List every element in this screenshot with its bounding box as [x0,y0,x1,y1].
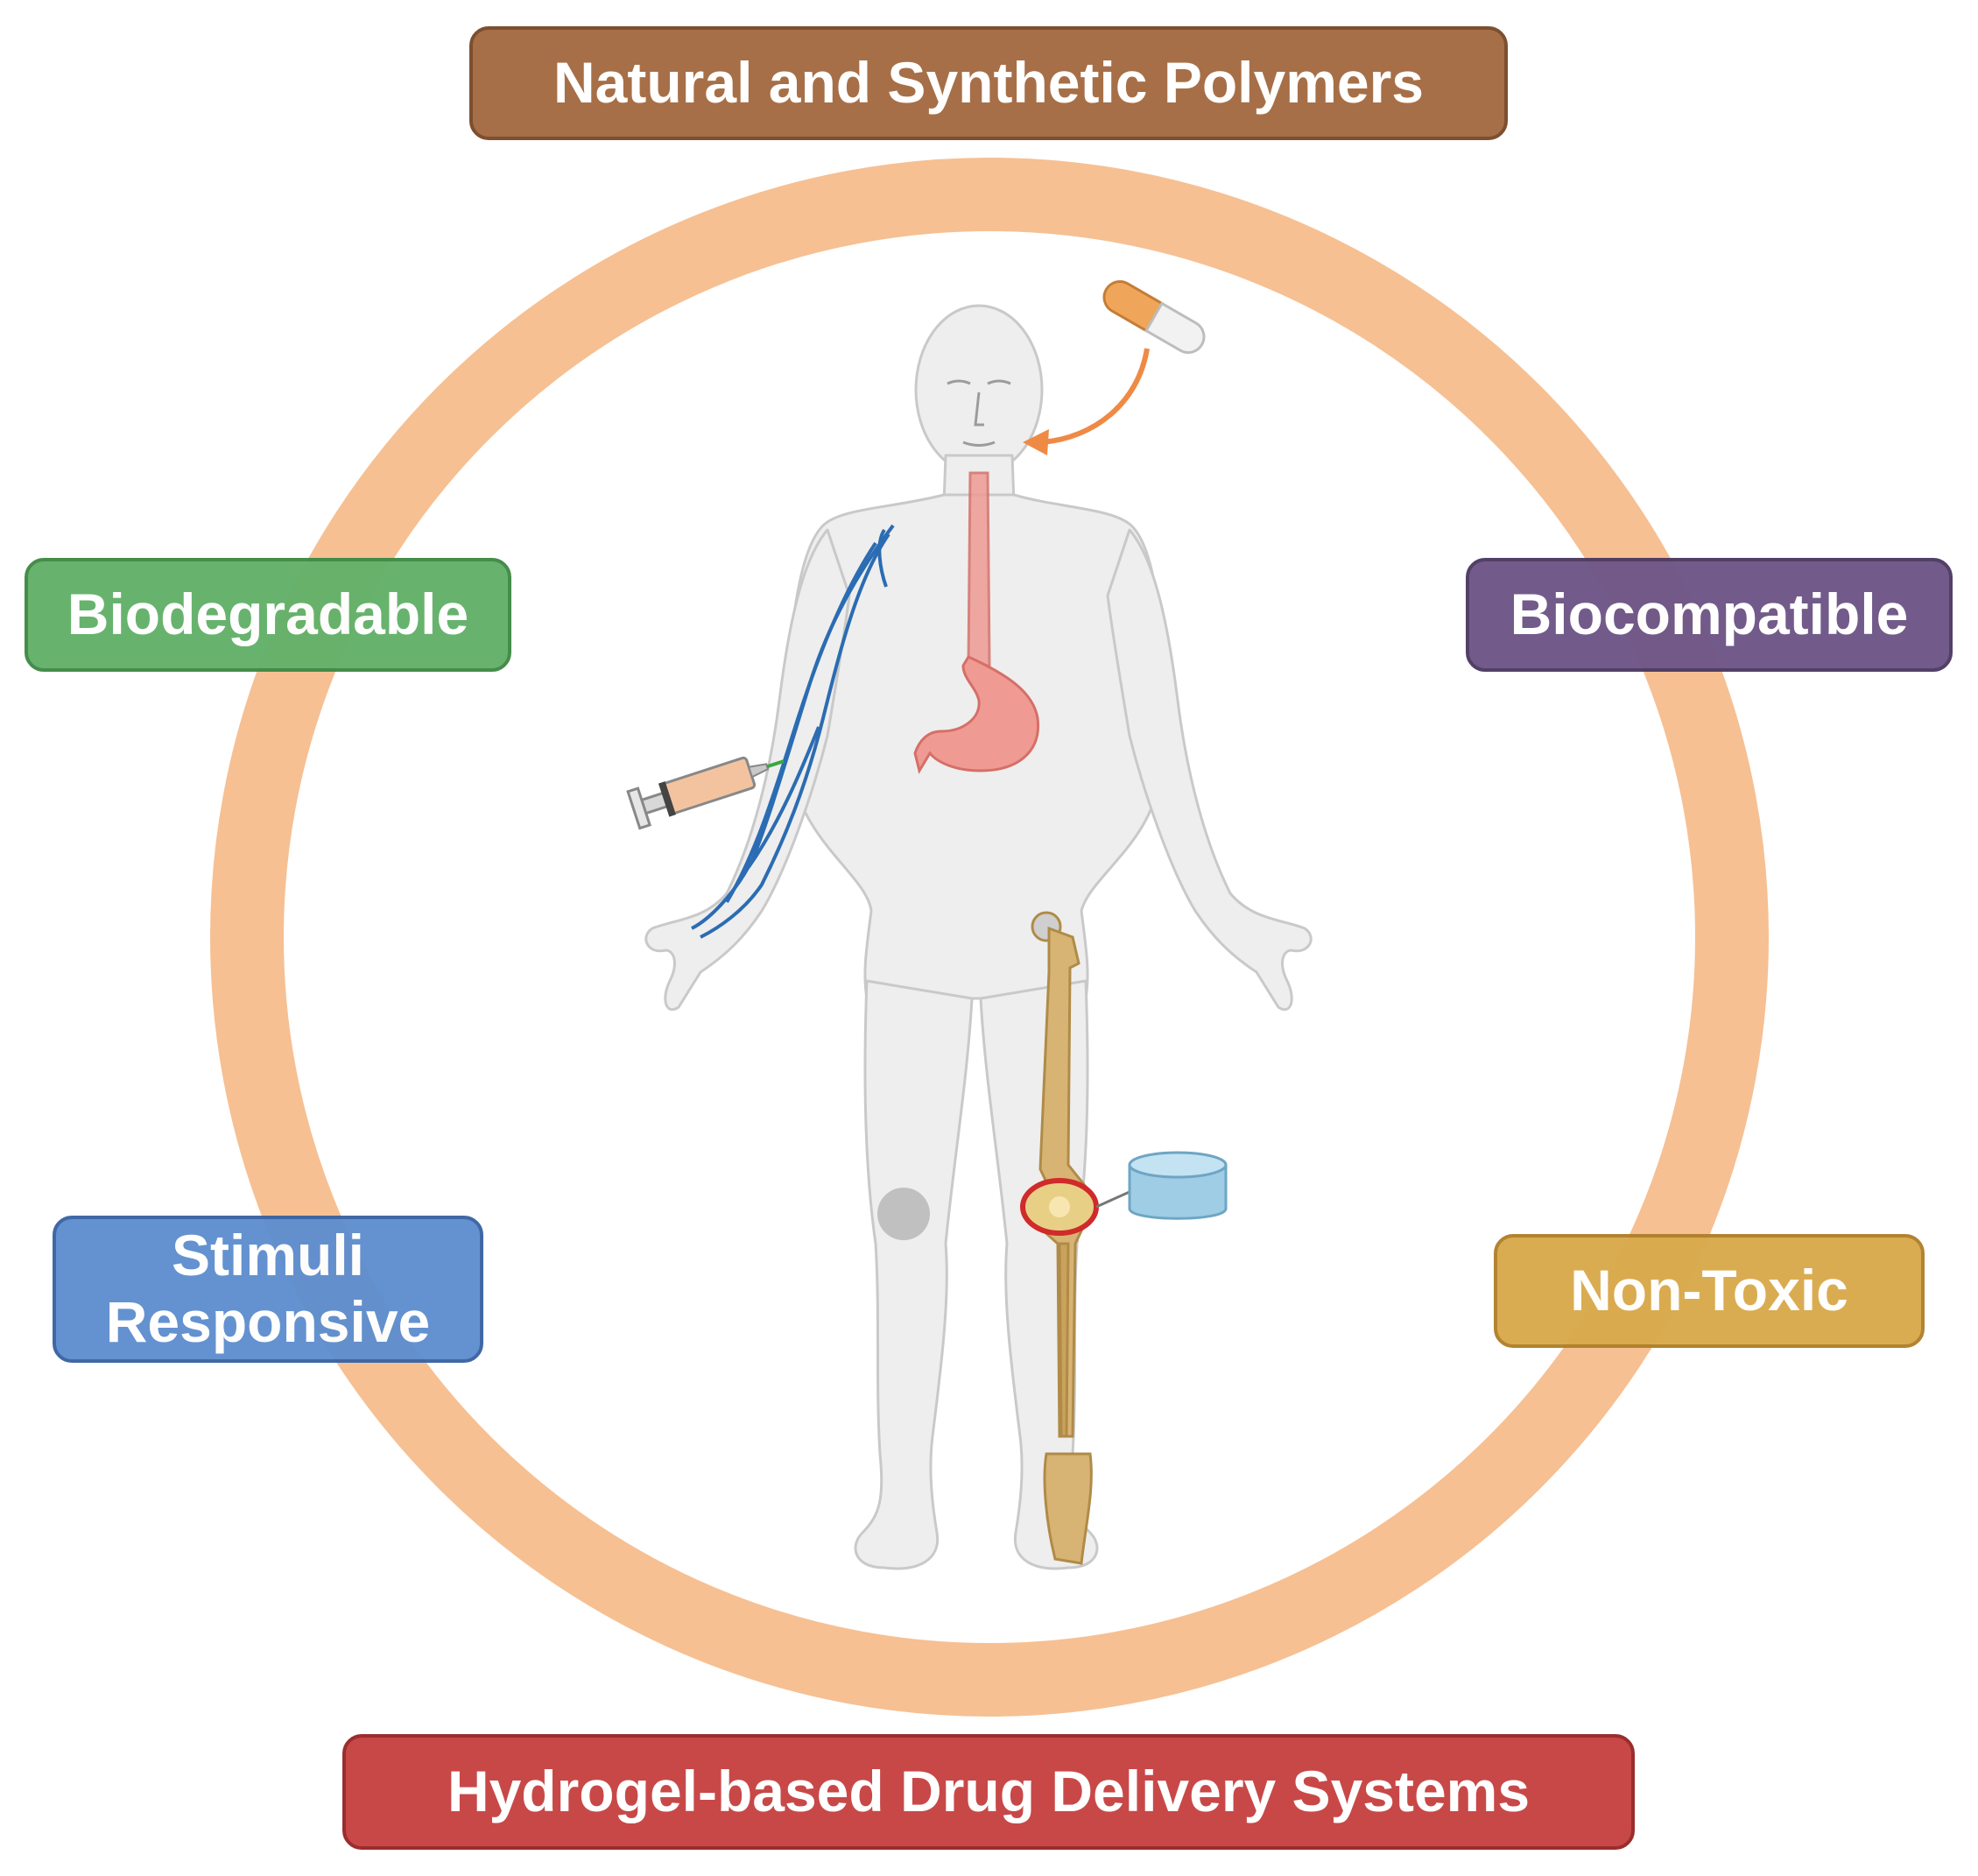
biodegradable-label: Biodegradable [25,558,511,672]
stimuli-text: Stimuli [171,1223,364,1288]
hydrogel-drug-delivery-label: Hydrogel-based Drug Delivery Systems [342,1734,1635,1850]
top-label-text: Natural and Synthetic Polymers [553,50,1424,116]
ring [210,158,1769,1717]
leg-bone-icon [1030,911,1093,1565]
bruise-icon [877,1188,930,1240]
capsule-pill-icon [1102,280,1206,354]
bottom-label-text: Hydrogel-based Drug Delivery Systems [447,1759,1531,1824]
responsive-text: Responsive [105,1289,431,1354]
natural-synthetic-polymers-label: Natural and Synthetic Polymers [469,26,1508,140]
non-toxic-label: Non-Toxic [1494,1234,1925,1348]
biocompatible-text: Biocompatible [1510,582,1909,647]
non-toxic-text: Non-Toxic [1570,1258,1848,1323]
syringe-icon [626,756,785,830]
veins-icon [691,524,895,939]
knee-joint-icon [1020,1178,1099,1236]
hydrogel-disc-icon [1095,1151,1228,1220]
stimuli-responsive-label: Stimuli Responsive [53,1216,483,1363]
biocompatible-label: Biocompatible [1466,558,1953,672]
arrow-icon [1023,348,1150,455]
stomach-icon [913,471,1040,774]
biodegradable-text: Biodegradable [67,582,469,647]
face-icon [947,379,1011,447]
human-body-icon [644,304,1313,1570]
